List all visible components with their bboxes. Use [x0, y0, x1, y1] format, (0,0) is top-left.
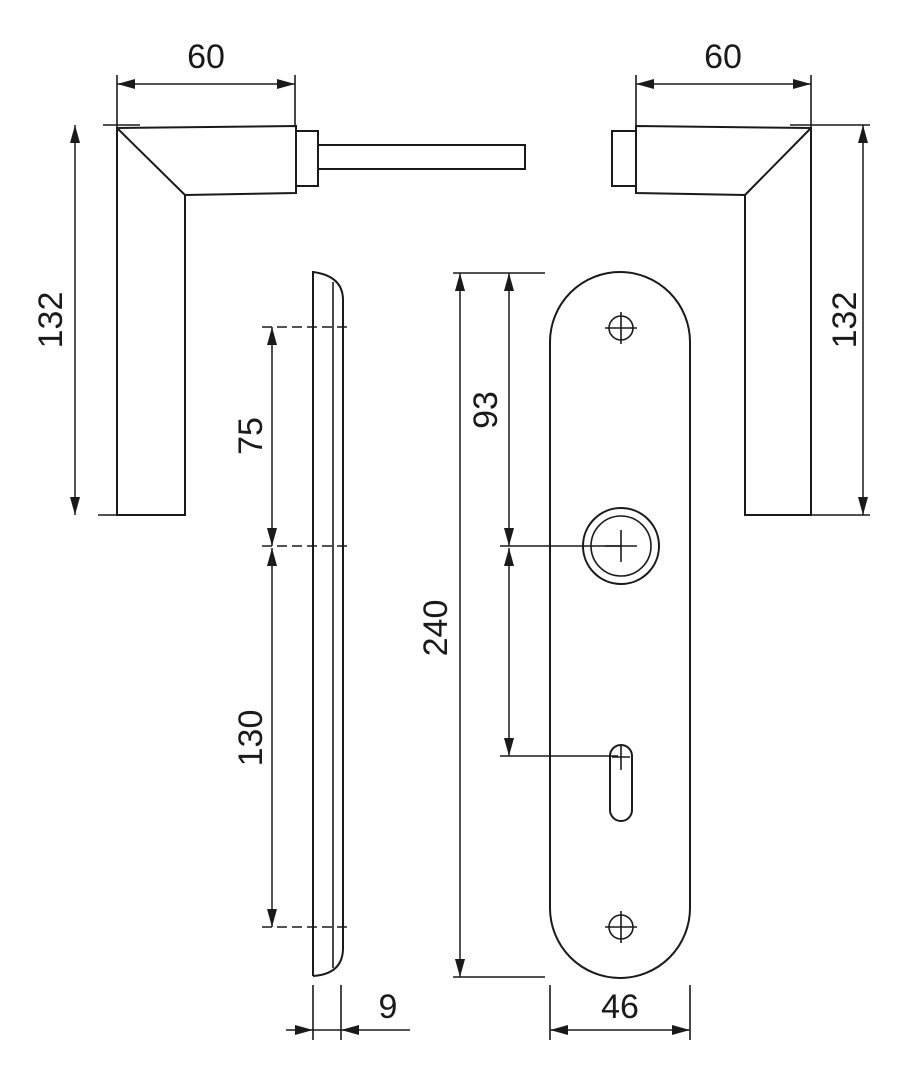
- left-handle-height-dimension: 132: [32, 125, 80, 515]
- right-handle-height-label: 132: [826, 292, 864, 349]
- left-lever-handle: [98, 124, 526, 516]
- plate-thickness-dimension: 9: [286, 985, 410, 1040]
- upper-hole-spacing-dimension: 75: [232, 327, 277, 546]
- left-handle-width-dimension: 60: [116, 38, 296, 127]
- plate-length-dimension: 240: [417, 273, 465, 977]
- backplate-side-view: [262, 270, 352, 977]
- spindle-center-label: 93: [467, 391, 505, 429]
- backplate-front-view: [453, 271, 691, 979]
- left-handle-width-label: 60: [187, 38, 225, 76]
- spindle-center-dimension: 93: [467, 273, 514, 546]
- upper-screw-hole-icon: [605, 312, 637, 344]
- lower-screw-hole-icon: [605, 911, 637, 943]
- plate-width-dimension: 46: [549, 985, 691, 1040]
- lower-hole-spacing-dimension: 130: [232, 548, 277, 927]
- right-handle-width-label: 60: [704, 38, 742, 76]
- plate-thickness-label: 9: [379, 988, 398, 1026]
- plate-width-label: 46: [601, 988, 639, 1026]
- keyhole-icon: [609, 744, 633, 822]
- plate-length-label: 240: [417, 600, 455, 657]
- right-handle-width-dimension: 60: [635, 38, 812, 127]
- upper-hole-spacing-label: 75: [232, 417, 270, 455]
- lower-hole-spacing-label: 130: [232, 710, 270, 767]
- left-handle-height-label: 132: [32, 292, 70, 349]
- keyhole-offset-dimension: [504, 548, 514, 756]
- right-handle-height-dimension: 132: [826, 125, 868, 515]
